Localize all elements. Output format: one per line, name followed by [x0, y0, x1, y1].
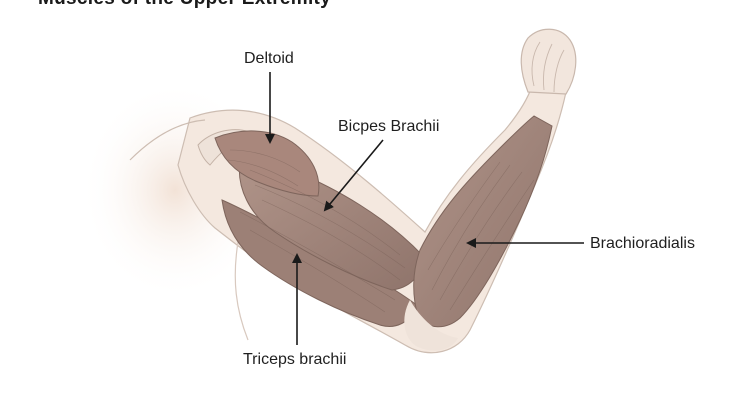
hand: [520, 28, 577, 95]
diagram-title: Muscles of the Upper Extremity: [38, 0, 331, 10]
biceps-muscle: [238, 159, 426, 291]
elbow-bone: [404, 300, 458, 351]
label-triceps-brachii: Triceps brachii: [243, 351, 347, 368]
deltoid-muscle: [214, 130, 320, 197]
torso-outline: [129, 119, 206, 161]
label-brachioradialis: Brachioradialis: [590, 235, 695, 252]
label-deltoid: Deltoid: [244, 50, 294, 67]
finger-sketch: [531, 41, 565, 93]
torso-side-line: [234, 241, 249, 341]
label-biceps-brachii: Bicpes Brachii: [338, 118, 440, 135]
biceps-leader: [323, 139, 384, 212]
muscle-fibres: [227, 149, 535, 313]
